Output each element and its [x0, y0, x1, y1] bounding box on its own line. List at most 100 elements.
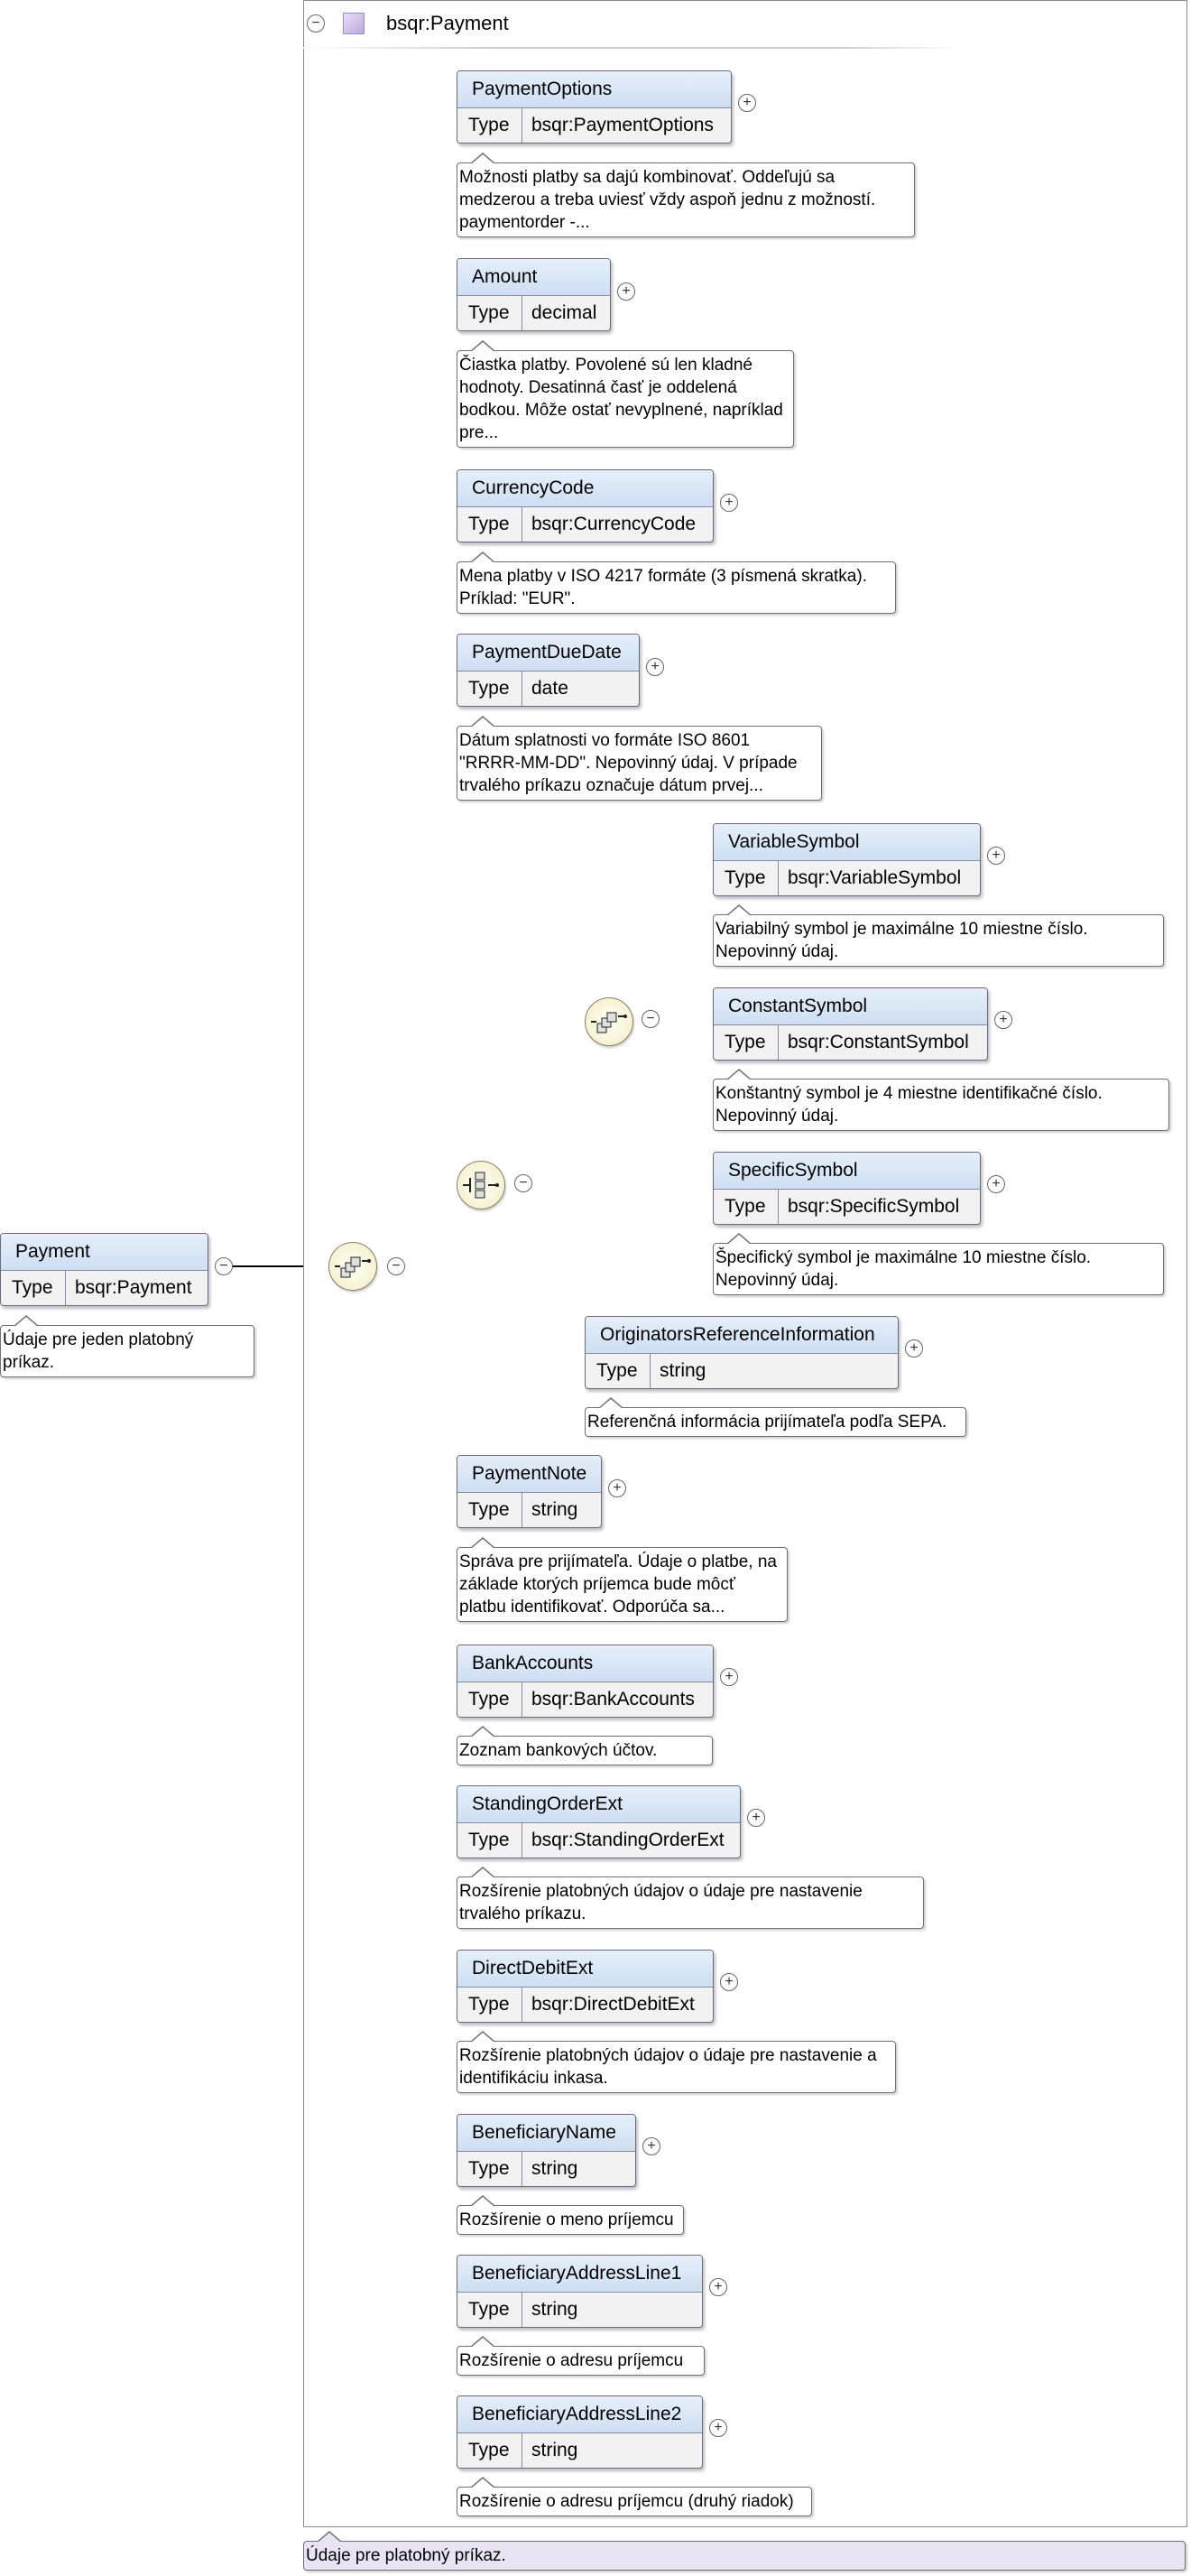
collapse-icon[interactable]: −	[215, 1257, 233, 1275]
element-documentation: Dátum splatnosti vo formáte ISO 8601 "RR…	[457, 716, 822, 801]
expand-icon[interactable]: +	[738, 94, 756, 112]
element-documentation: Rozšírenie o meno príjemcu	[457, 2195, 684, 2235]
type-value: string	[531, 2158, 578, 2179]
type-label: Type	[714, 861, 779, 895]
element-directdebitext[interactable]: DirectDebitExt Type bsqr:DirectDebitExt	[457, 1950, 714, 2023]
element-variablesymbol[interactable]: VariableSymbol Type bsqr:VariableSymbol	[713, 823, 981, 896]
element-constantsymbol[interactable]: ConstantSymbol Type bsqr:ConstantSymbol	[713, 987, 988, 1061]
collapse-icon[interactable]: −	[642, 1010, 660, 1028]
type-value: bsqr:DirectDebitExt	[531, 1994, 695, 2015]
element-originatorsreferenceinformation[interactable]: OriginatorsReferenceInformation Type stri…	[585, 1316, 899, 1389]
type-label: Type	[586, 1354, 651, 1388]
expand-icon[interactable]: +	[608, 1479, 626, 1497]
type-label: Type	[457, 108, 522, 143]
type-value: decimal	[531, 302, 597, 323]
collapse-icon[interactable]: −	[514, 1174, 532, 1192]
element-beneficiaryaddressline2[interactable]: BeneficiaryAddressLine2 Type string	[457, 2395, 703, 2469]
element-name: PaymentDueDate	[457, 635, 639, 672]
expand-icon[interactable]: +	[646, 658, 664, 676]
type-label: Type	[714, 1025, 779, 1060]
complex-type-name: bsqr:Payment	[386, 12, 509, 34]
element-bankaccounts[interactable]: BankAccounts Type bsqr:BankAccounts	[457, 1645, 714, 1718]
type-label: Type	[1, 1271, 66, 1305]
root-documentation: Údaje pre jeden platobný príkaz.	[0, 1315, 254, 1377]
type-value: bsqr:Payment	[75, 1277, 192, 1298]
element-name: CurrencyCode	[457, 470, 713, 507]
element-documentation: Správa pre prijímateľa. Údaje o platbe, …	[457, 1537, 788, 1622]
type-label: Type	[457, 2152, 522, 2186]
expand-icon[interactable]: +	[905, 1339, 923, 1357]
element-name: BeneficiaryName	[457, 2115, 635, 2152]
type-label: Type	[457, 1682, 522, 1717]
element-documentation: Rozšírenie platobných údajov o údaje pre…	[457, 2031, 896, 2093]
type-label: Type	[457, 2433, 522, 2468]
element-documentation: Možnosti platby sa dajú kombinovať. Odde…	[457, 153, 915, 237]
choice-compositor-icon[interactable]	[457, 1161, 505, 1209]
type-value: bsqr:BankAccounts	[531, 1689, 695, 1710]
complex-type-icon	[343, 13, 365, 34]
sequence-compositor-icon[interactable]	[585, 997, 633, 1046]
element-documentation: Rozšírenie o adresu príjemcu (druhý riad…	[457, 2477, 812, 2516]
root-element-name: Payment	[1, 1234, 208, 1271]
type-value: bsqr:SpecificSymbol	[788, 1196, 960, 1217]
collapse-icon[interactable]: −	[307, 14, 325, 32]
type-value: string	[531, 2440, 578, 2460]
element-beneficiaryname[interactable]: BeneficiaryName Type string	[457, 2114, 636, 2187]
element-name: BeneficiaryAddressLine1	[457, 2256, 702, 2293]
expand-icon[interactable]: +	[747, 1809, 765, 1827]
expand-icon[interactable]: +	[720, 494, 738, 512]
expand-icon[interactable]: +	[709, 2278, 727, 2296]
sequence-compositor-icon[interactable]	[328, 1242, 377, 1291]
collapse-icon[interactable]: −	[387, 1257, 405, 1275]
element-name: VariableSymbol	[714, 824, 980, 861]
type-value: date	[531, 678, 568, 699]
expand-icon[interactable]: +	[720, 1973, 738, 1991]
element-documentation: Referenčná informácia prijímateľa podľa …	[585, 1397, 966, 1437]
type-value: bsqr:VariableSymbol	[788, 867, 962, 888]
type-value: string	[660, 1360, 706, 1381]
element-documentation: Rozšírenie o adresu príjemcu	[457, 2336, 705, 2376]
type-label: Type	[457, 2293, 522, 2327]
element-documentation: Variabilný symbol je maximálne 10 miestn…	[713, 904, 1164, 967]
expand-icon[interactable]: +	[987, 847, 1005, 865]
element-documentation: Čiastka platby. Povolené sú len kladné h…	[457, 340, 794, 448]
type-label: Type	[457, 1493, 522, 1527]
type-value: string	[531, 2299, 578, 2320]
element-name: ConstantSymbol	[714, 988, 987, 1025]
element-beneficiaryaddressline1[interactable]: BeneficiaryAddressLine1 Type string	[457, 2255, 703, 2328]
element-documentation: Zoznam bankových účtov.	[457, 1726, 713, 1765]
element-name: SpecificSymbol	[714, 1153, 980, 1190]
element-name: OriginatorsReferenceInformation	[586, 1317, 898, 1354]
element-documentation: Špecifický symbol je maximálne 10 miestn…	[713, 1233, 1164, 1295]
root-element[interactable]: Payment Type bsqr:Payment	[0, 1233, 208, 1306]
element-name: StandingOrderExt	[457, 1786, 740, 1823]
header-divider	[303, 47, 962, 49]
type-value: bsqr:PaymentOptions	[531, 115, 714, 135]
element-name: Amount	[457, 259, 610, 296]
expand-icon[interactable]: +	[720, 1668, 738, 1686]
element-name: BeneficiaryAddressLine2	[457, 2396, 702, 2433]
element-documentation: Konštantný symbol je 4 miestne identifik…	[713, 1069, 1169, 1131]
element-name: DirectDebitExt	[457, 1951, 713, 1988]
element-name: BankAccounts	[457, 1645, 713, 1682]
type-label: Type	[457, 507, 522, 542]
element-paymentnote[interactable]: PaymentNote Type string	[457, 1455, 602, 1528]
expand-icon[interactable]: +	[709, 2419, 727, 2437]
type-value: bsqr:ConstantSymbol	[788, 1032, 969, 1052]
element-documentation: Rozšírenie platobných údajov o údaje pre…	[457, 1867, 924, 1929]
expand-icon[interactable]: +	[994, 1011, 1012, 1029]
element-specificsymbol[interactable]: SpecificSymbol Type bsqr:SpecificSymbol	[713, 1152, 981, 1225]
type-label: Type	[457, 1988, 522, 2022]
expand-icon[interactable]: +	[642, 2137, 660, 2155]
type-value: string	[531, 1499, 578, 1520]
expand-icon[interactable]: +	[617, 283, 635, 301]
expand-icon[interactable]: +	[987, 1175, 1005, 1193]
element-name: PaymentNote	[457, 1456, 601, 1493]
complex-type-documentation: Údaje pre platobný príkaz.	[303, 2531, 1186, 2571]
type-label: Type	[714, 1190, 779, 1224]
